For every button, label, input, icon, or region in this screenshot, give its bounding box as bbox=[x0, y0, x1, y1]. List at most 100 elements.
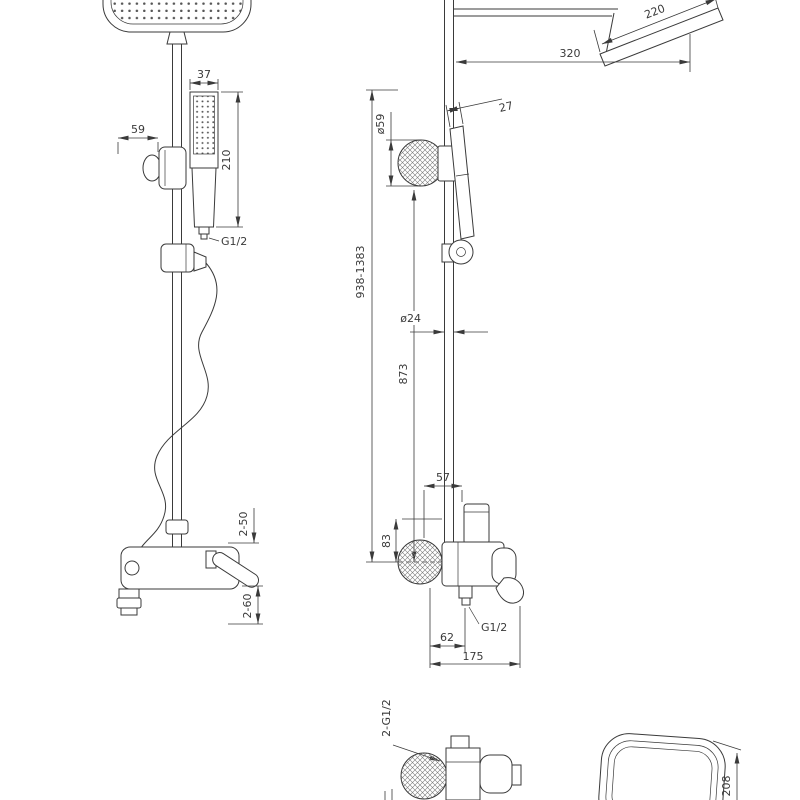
head-outline-outer bbox=[598, 733, 726, 800]
hand-shower-side bbox=[449, 125, 475, 240]
label-backing bbox=[390, 311, 423, 325]
spray-face-dots bbox=[110, 0, 244, 25]
hand-shower-front bbox=[189, 91, 219, 240]
handshower-thread-label: G1/2 bbox=[208, 235, 247, 248]
overhead-arm-side bbox=[453, 8, 618, 55]
arm-elbow bbox=[605, 12, 615, 55]
dimension-line bbox=[446, 106, 461, 113]
dim-59: 59 bbox=[117, 123, 159, 154]
outlet-thread-label: G1/2 bbox=[468, 606, 507, 634]
outlet-stub bbox=[458, 585, 473, 599]
slider-holder-side bbox=[441, 239, 474, 265]
dim-label-175: 175 bbox=[463, 650, 484, 663]
column-coupling bbox=[165, 519, 189, 535]
dim-938-1383: 938-1383 bbox=[354, 89, 398, 563]
dim-57: 57 bbox=[423, 471, 463, 538]
shower-column-side bbox=[444, 0, 454, 542]
bracket-knob bbox=[142, 154, 162, 182]
hand-shower-handle bbox=[191, 167, 217, 228]
dimension-line bbox=[459, 98, 503, 109]
dim-label-o24: ø24 bbox=[400, 312, 421, 325]
hand-spray-dots bbox=[193, 95, 215, 155]
dim-label-320: 320 bbox=[560, 47, 581, 60]
dim-62: 62 bbox=[429, 588, 466, 668]
dim-27: 27 bbox=[445, 98, 514, 128]
dim-label-57: 57 bbox=[436, 471, 450, 484]
thread-label-g12-side: G1/2 bbox=[481, 621, 507, 634]
dim-label-2-50: 2-50 bbox=[237, 512, 250, 537]
leader-line bbox=[468, 606, 480, 625]
wall-flange bbox=[397, 139, 445, 187]
dim-83: 83 bbox=[380, 518, 442, 562]
shower-column-front bbox=[165, 44, 189, 548]
dim-label-208: 208 bbox=[720, 776, 733, 797]
detail-view: 2-G1/2 208 bbox=[380, 699, 742, 800]
inlet-thread-label: 2-G1/2 bbox=[380, 699, 441, 762]
dim-2-50: 2-50 bbox=[228, 508, 259, 544]
dim-label-220: 220 bbox=[643, 2, 667, 22]
slider-body bbox=[160, 243, 195, 273]
diverter-knob-side bbox=[463, 503, 490, 545]
dim-873: 873 bbox=[397, 190, 444, 563]
dim-label-210: 210 bbox=[220, 150, 233, 171]
wall-flange-side bbox=[397, 139, 457, 187]
slider-holder-front bbox=[160, 243, 207, 273]
holder-ring-inner bbox=[456, 247, 466, 257]
overhead-shower-top-view bbox=[598, 733, 726, 800]
extension-line bbox=[445, 104, 451, 128]
extension-line bbox=[712, 740, 742, 751]
handle-tip bbox=[511, 764, 522, 786]
mixer-handle bbox=[212, 552, 260, 588]
head-stem bbox=[166, 31, 188, 45]
cut-edge-marks bbox=[384, 789, 393, 800]
side-view: 220 320 938-1383 873 ø24 bbox=[354, 0, 724, 668]
mixer-cap bbox=[124, 560, 140, 576]
holder-ring bbox=[448, 239, 474, 265]
dim-37: 37 bbox=[189, 68, 219, 90]
mixer-handle-group bbox=[212, 552, 260, 588]
dim-210: 210 bbox=[216, 91, 243, 228]
mixer-front bbox=[116, 546, 260, 616]
extension-line bbox=[593, 29, 601, 53]
outlet-neck bbox=[118, 588, 140, 599]
dim-o59: ø59 bbox=[374, 112, 421, 187]
dim-label-59: 59 bbox=[131, 123, 145, 136]
dim-208: 208 bbox=[712, 740, 742, 800]
dim-175: 175 bbox=[430, 606, 521, 668]
thread-label-g12-front: G1/2 bbox=[221, 235, 247, 248]
thread-label-2-g12: 2-G1/2 bbox=[380, 699, 393, 737]
detail-line bbox=[455, 173, 470, 177]
dim-label-37: 37 bbox=[197, 68, 211, 81]
diverter-knob bbox=[463, 503, 490, 545]
hose-cone bbox=[193, 251, 207, 272]
hand-shower-connector bbox=[200, 233, 208, 240]
head-outline-mid bbox=[605, 740, 719, 800]
hand-shower-neck bbox=[198, 226, 210, 235]
wall-flange bbox=[397, 539, 443, 585]
mixer-side bbox=[397, 539, 524, 606]
overhead-head-slab bbox=[599, 7, 724, 67]
outlet-nut bbox=[116, 597, 142, 609]
dimension-line bbox=[601, 0, 716, 45]
dim-label-o59: ø59 bbox=[374, 114, 387, 135]
dim-320: 320 bbox=[456, 34, 691, 72]
outlet-connector bbox=[120, 607, 138, 616]
wall-bracket-front bbox=[142, 146, 187, 190]
dim-label-83: 83 bbox=[380, 534, 393, 548]
mixer-detail-body bbox=[445, 747, 481, 800]
wall-flange bbox=[400, 752, 448, 800]
outlet-nipple bbox=[461, 597, 471, 606]
bracket-body bbox=[158, 146, 187, 190]
handle-end bbox=[479, 754, 513, 794]
hand-shower-slab bbox=[449, 125, 475, 240]
overhead-shower-side bbox=[599, 7, 724, 67]
front-view: 59 37 210 G1/2 bbox=[102, 0, 263, 625]
extension-line bbox=[715, 0, 719, 9]
spout-side bbox=[495, 577, 524, 604]
dim-label-938-1383: 938-1383 bbox=[354, 246, 367, 299]
head-outline-inner bbox=[611, 746, 713, 800]
mixer-detail-side bbox=[400, 735, 522, 800]
dim-label-2-60: 2-60 bbox=[241, 594, 254, 619]
dim-o24: ø24 bbox=[390, 311, 488, 335]
